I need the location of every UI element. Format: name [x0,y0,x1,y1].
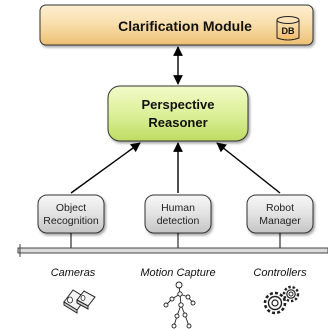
controllers-icon [263,285,300,315]
controllers-label: Controllers [253,267,307,279]
human-detection-label-line2: detection [157,215,200,227]
perspective-reasoner-label-line1: Perspective [142,97,215,112]
human-detection-node: Human detection [144,194,212,234]
object-recognition-node: Object Recognition [37,194,105,234]
database-icon: DB [276,16,300,41]
robot-manager-label-line2: Manager [259,215,301,227]
human-detection-label-line1: Human [161,202,195,214]
object-recognition-arrow [70,142,141,194]
perspective-reasoner-node: Perspective Reasoner [107,85,249,142]
clarification-module-node: Clarification Module DB [39,4,314,46]
cameras-label: Cameras [51,267,96,279]
robot-manager-node: Robot Manager [246,194,314,234]
cameras-icon [63,289,96,314]
database-label: DB [282,26,295,36]
motion-capture-label: Motion Capture [140,267,215,279]
perspective-reasoner-label-line2: Reasoner [148,115,207,130]
clarification-module-label: Clarification Module [118,18,252,34]
middleware-bus [17,244,328,257]
object-recognition-label-line2: Recognition [43,215,99,227]
object-recognition-label-line1: Object [56,202,86,214]
motion-capture-icon [163,281,196,329]
robot-manager-label-line1: Robot [266,202,294,214]
robot-manager-arrow [216,142,281,194]
